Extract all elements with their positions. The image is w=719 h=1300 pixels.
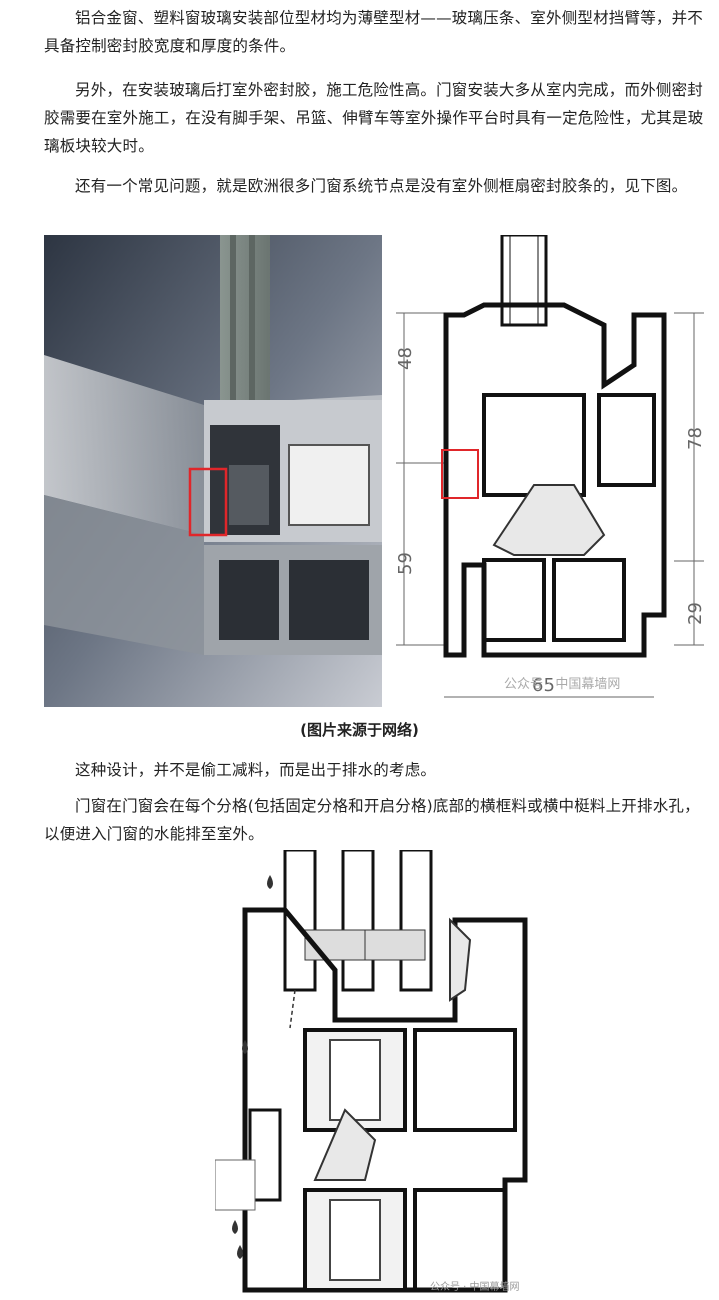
dimension-label-65: 65 xyxy=(532,675,555,696)
paragraph-1: 铝合金窗、塑料窗玻璃安装部位型材均为薄壁型材——玻璃压条、室外侧型材挡臂等，并不… xyxy=(44,9,704,55)
watermark-1: 公众号 · 中国幕墙网 xyxy=(504,677,621,692)
dimension-label-48: 48 xyxy=(395,347,416,370)
paragraph-5: 门窗在门窗会在每个分格(包括固定分格和开启分格)底部的横框料或横中梃料上开排水孔… xyxy=(44,797,700,843)
dimension-label-59: 59 xyxy=(395,552,416,575)
watermark-2: 公众号 · 中国幕墙网 xyxy=(430,1282,520,1293)
dimension-label-78: 78 xyxy=(685,427,706,450)
window-profile-illustration xyxy=(44,235,710,707)
profile-section-drawing xyxy=(384,235,710,707)
paragraph-2: 另外，在安装玻璃后打室外密封胶，施工危险性高。门窗安装大多从室内完成，而外侧密封… xyxy=(44,81,704,155)
drainage-section-drawing xyxy=(215,850,528,1293)
paragraph-4: 这种设计，并不是偷工减料，而是出于排水的考虑。 xyxy=(75,761,437,779)
dimension-label-29: 29 xyxy=(685,602,706,625)
window-profile-figure: 48 59 78 29 65 公众号 · 中国幕墙网 xyxy=(44,235,710,707)
figure-caption: (图片来源于网络) xyxy=(300,721,419,739)
profile-photo xyxy=(44,235,382,707)
paragraph-3: 还有一个常见问题，就是欧洲很多门窗系统节点是没有室外侧框扇密封胶条的，见下图。 xyxy=(75,177,688,195)
drainage-section-figure: 公众号 · 中国幕墙网 xyxy=(215,850,545,1295)
